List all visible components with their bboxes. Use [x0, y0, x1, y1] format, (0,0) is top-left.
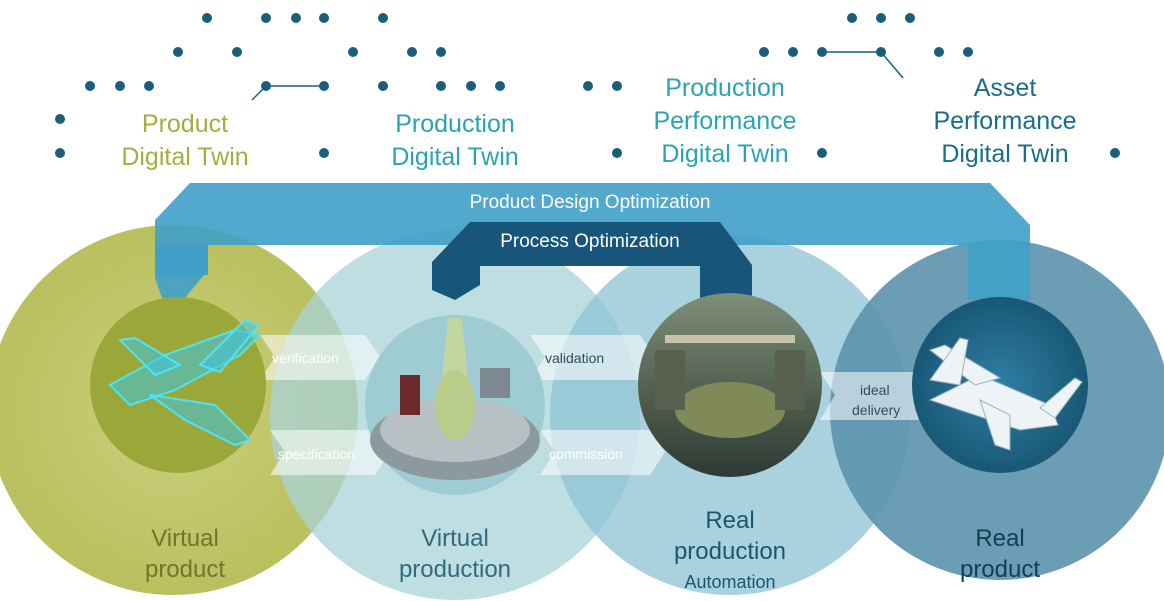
validation-label: validation	[545, 350, 605, 366]
process-optimization-band	[432, 222, 752, 300]
virtual-product-image	[90, 297, 266, 473]
stage-line: Real	[975, 525, 1025, 552]
virtual-production-label: Virtual production	[375, 523, 535, 585]
twin-line: Performance	[653, 107, 797, 135]
stage-line: product	[144, 556, 226, 583]
real-product-label: Real product	[925, 523, 1075, 585]
stage-line: Virtual	[151, 525, 219, 552]
ideal-delivery-label-line1: ideal	[860, 382, 890, 398]
commission-label: commission	[549, 446, 623, 462]
dot-network-lines	[251, 51, 904, 101]
stage-line: Virtual	[421, 525, 489, 552]
twin-line: Production	[395, 110, 515, 138]
stage-line: production	[398, 556, 512, 583]
virtual-product-label: Virtual product	[110, 523, 260, 585]
product-design-optimization-label: Product Design Optimization	[469, 192, 711, 213]
twin-line: Production	[665, 74, 785, 102]
twin-line: Performance	[933, 107, 1077, 135]
verification-label: verification	[272, 350, 339, 366]
production-digital-twin-title: Production Digital Twin	[375, 108, 535, 174]
twin-line: Digital Twin	[941, 140, 1069, 168]
real-production-image	[638, 293, 822, 477]
twin-line: Digital Twin	[661, 140, 789, 168]
ideal-delivery-label-line2: delivery	[852, 402, 901, 418]
stage-line: production	[673, 538, 787, 565]
stage-subtitle: Automation	[684, 572, 776, 592]
stage-line: Real	[705, 507, 755, 534]
flow-arrows	[260, 335, 940, 475]
virtual-production-image	[365, 315, 545, 495]
twin-line: Asset	[973, 74, 1037, 102]
process-optimization-label: Process Optimization	[500, 231, 680, 252]
twin-line: Digital Twin	[391, 143, 519, 171]
production-performance-digital-twin-title: Production Performance Digital Twin	[630, 72, 820, 171]
real-production-label: Real production Automation	[650, 505, 810, 598]
real-product-image	[912, 297, 1088, 473]
specification-label: specification	[278, 446, 356, 462]
product-digital-twin-title: Product Digital Twin	[110, 108, 260, 174]
twin-line: Product	[141, 110, 229, 138]
asset-performance-digital-twin-title: Asset Performance Digital Twin	[910, 72, 1100, 171]
stage-line: product	[959, 556, 1041, 583]
twin-line: Digital Twin	[121, 143, 249, 171]
